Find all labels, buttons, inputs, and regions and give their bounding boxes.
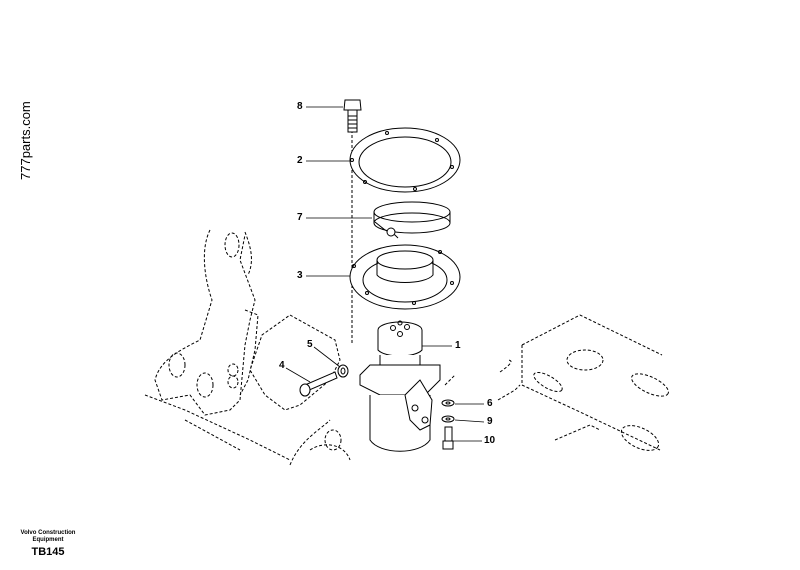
callout-3: 3 (297, 270, 303, 281)
part-8-bolt (343, 99, 362, 133)
part-9-washer (441, 415, 455, 423)
part-4-bolt (299, 371, 338, 397)
callout-2: 2 (297, 155, 303, 166)
callout-1: 1 (455, 340, 461, 351)
watermark-text: 777parts.com (18, 101, 33, 180)
part-10-cap-screw (442, 426, 454, 450)
callout-9: 9 (487, 416, 493, 427)
brand-line-1: Volvo Construction (20, 530, 76, 536)
callout-4: 4 (279, 360, 285, 371)
callout-7: 7 (297, 212, 303, 223)
part-3-flange (349, 244, 461, 310)
frame-outline-right (444, 314, 669, 451)
part-2-ring-plate (349, 127, 461, 193)
part-7-clamp (373, 201, 451, 239)
callout-5: 5 (307, 339, 313, 350)
leader-lines (285, 106, 485, 442)
callout-8: 8 (297, 101, 303, 112)
part-6-washer (441, 399, 455, 407)
drawing-footer: Volvo Construction Equipment TB145 (12, 530, 84, 559)
part-1-swivel-joint (359, 320, 441, 452)
brand-line-2: Equipment (32, 537, 64, 543)
drawing-code: TB145 (31, 546, 65, 558)
part-5-nut (337, 364, 349, 378)
callout-6: 6 (487, 398, 493, 409)
callout-10: 10 (484, 435, 496, 446)
frame-outline-left (144, 229, 351, 466)
